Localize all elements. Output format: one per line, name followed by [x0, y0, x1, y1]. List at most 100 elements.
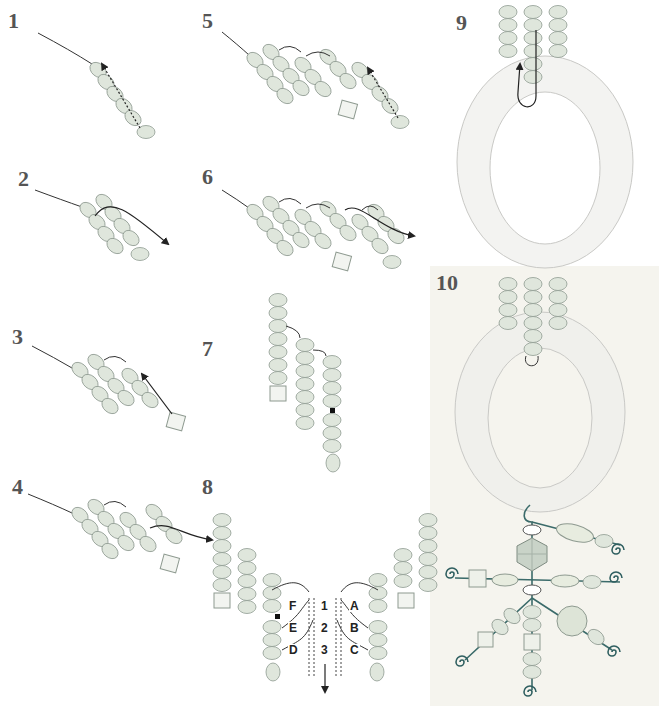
bead: [120, 227, 142, 249]
bead: [369, 621, 387, 634]
bead: [583, 576, 601, 589]
bead: [323, 427, 341, 440]
bead: [326, 454, 340, 472]
bead: [549, 304, 567, 317]
bead: [523, 666, 541, 679]
bead: [549, 32, 567, 45]
bead: [269, 320, 287, 333]
thread-path: [368, 68, 398, 118]
thread-pass-letter: E: [288, 622, 298, 634]
bead: [274, 237, 296, 259]
bead: [238, 549, 256, 562]
bead: [323, 369, 341, 382]
thread-pass-letter: 1: [320, 600, 329, 612]
bead: [323, 382, 341, 395]
bead: [523, 653, 541, 666]
bead: [266, 663, 280, 681]
step-7-figure: [269, 294, 341, 473]
bead: [296, 352, 314, 365]
bead: [524, 291, 542, 304]
bead: [523, 585, 541, 595]
bead: [549, 6, 567, 19]
thread: [222, 32, 249, 55]
step-number: 9: [456, 12, 467, 34]
bead: [499, 317, 517, 330]
ring-hole: [490, 92, 600, 244]
bead: [523, 606, 541, 619]
cube-bead: [270, 386, 286, 401]
bead: [312, 78, 334, 100]
step-number: 4: [12, 476, 23, 498]
bead: [419, 527, 437, 540]
bead: [323, 395, 341, 408]
bead: [549, 317, 567, 330]
thread: [32, 346, 72, 368]
thread-path: [518, 30, 536, 107]
bead: [499, 19, 517, 32]
bead: [296, 391, 314, 404]
thread-pass-letter: B: [349, 622, 360, 634]
ring: [457, 56, 633, 268]
thread: [222, 190, 249, 208]
bead: [524, 58, 542, 71]
bead: [499, 32, 517, 45]
thread-pass-letter: D: [288, 644, 299, 656]
bead: [524, 6, 542, 19]
thread-pass-letter: F: [288, 600, 297, 612]
wire: [465, 598, 612, 660]
bead: [369, 587, 387, 600]
spiral: [608, 646, 620, 656]
bead: [213, 514, 231, 527]
stop-mark: [330, 408, 335, 413]
bead: [296, 339, 314, 352]
thread-path: [324, 664, 325, 692]
bead: [369, 235, 391, 257]
thread-path: [95, 207, 168, 244]
thread-pass-letter: 2: [320, 622, 329, 634]
step-number: 2: [18, 168, 29, 190]
bead: [269, 346, 287, 359]
bead: [369, 634, 387, 647]
step-1-figure: [38, 33, 155, 139]
bead: [263, 587, 281, 600]
thread: [272, 583, 378, 592]
bead: [385, 225, 407, 247]
bead: [312, 230, 334, 252]
thread-path: [102, 64, 140, 128]
bead: [524, 32, 542, 45]
bead: [524, 304, 542, 317]
cube-bead: [478, 632, 493, 647]
facet-line: [517, 538, 547, 571]
spiral: [612, 544, 624, 554]
step-3-figure: [32, 346, 186, 431]
bead: [499, 278, 517, 291]
bead: [394, 562, 412, 575]
spiral: [610, 572, 622, 582]
bead: [499, 6, 517, 19]
bead: [238, 562, 256, 575]
step-number: 6: [202, 166, 213, 188]
bead: [524, 19, 542, 32]
cube-bead: [166, 412, 185, 431]
thread: [35, 190, 82, 207]
bead: [323, 414, 341, 427]
cube-bead: [214, 593, 230, 608]
step-8-figure: [213, 514, 437, 693]
thread-path: [142, 374, 172, 414]
bead: [369, 600, 387, 613]
bead: [524, 45, 542, 58]
bead: [524, 278, 542, 291]
bead: [213, 540, 231, 553]
bead: [391, 116, 409, 129]
bead: [419, 566, 437, 579]
bead: [523, 619, 541, 632]
thread: [104, 501, 126, 507]
bead: [383, 256, 401, 269]
bead: [523, 525, 541, 535]
bead: [263, 574, 281, 587]
bead: [323, 356, 341, 369]
bead: [269, 294, 287, 307]
bead: [499, 291, 517, 304]
